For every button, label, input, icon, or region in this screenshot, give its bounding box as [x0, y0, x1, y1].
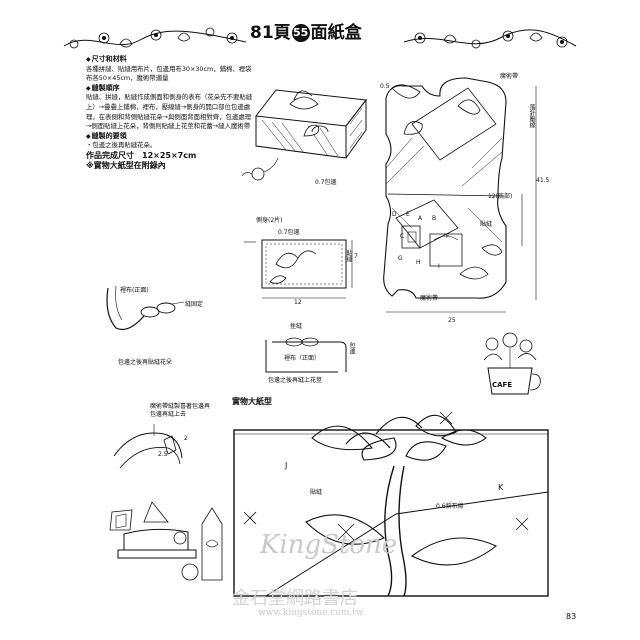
page-number: 83 — [566, 612, 577, 621]
label-fold-line: 落針壓線 — [528, 104, 535, 128]
instructions-block: 尺寸和材料 各種拼縫、貼縫用布片，包邊用布30×30cm，鋪棉、裡袋布各50×4… — [86, 55, 256, 170]
piece-label-H: H — [416, 259, 421, 266]
piece-label-I: I — [438, 263, 440, 270]
size-body: 各種拼縫、貼縫用布片，包邊用布30×30cm，鋪棉、裡袋布各50×45cm，魔術… — [86, 64, 252, 83]
stem-attach-detail — [265, 337, 347, 373]
label-2: 2 — [184, 435, 188, 442]
watermark-cjk: 金石堂網路書店 — [232, 588, 358, 609]
piece-label-A: A — [418, 215, 423, 222]
cutting-diagram — [383, 77, 537, 313]
full-pattern-diagram — [233, 411, 549, 597]
piece-label-F: F — [446, 233, 450, 240]
pattern-label-applique: 貼縫 — [310, 489, 323, 496]
label-25: 25 — [448, 317, 456, 324]
label-sew-fix: 縫固定 — [185, 301, 204, 308]
steps-body: 貼縫、拼縫，貼縫作成側面和側身的表布（花朵先不要貼縫上）→疊疊上鋪棉，裡布，壓線… — [86, 93, 253, 131]
label-quilting: 貼縫 — [345, 250, 352, 262]
label-12: 12 — [294, 299, 302, 306]
decorative-vine-right — [403, 29, 577, 49]
size-heading: 尺寸和材料 — [86, 55, 256, 65]
label-binding: 包邊 — [348, 342, 355, 354]
pattern-label-bias: 0.6斜布條 — [436, 503, 464, 510]
label-41-5: 41.5 — [536, 177, 550, 184]
piece-label-G: G — [398, 255, 403, 262]
piece-label-E: E — [406, 211, 410, 218]
watermark-url: www.kingstone.com.tw — [258, 608, 364, 618]
velcro-detail — [113, 424, 183, 469]
pattern-note: ※實物大紙型在附錄內 — [86, 160, 166, 170]
label-side-gusset: 側身(2片) — [256, 217, 283, 224]
tissue-box-illustration — [241, 89, 367, 181]
side-gusset-diagram — [244, 239, 353, 299]
tips-body: ・包邊之後再貼縫花朵。 — [86, 141, 157, 150]
steps-heading: 縫製順序 — [86, 84, 256, 94]
label-lining-front: 裡布(正面) — [120, 287, 149, 294]
label-blind-stitch: 挫縫 — [290, 323, 303, 330]
sewing-machine-illustration — [109, 501, 223, 581]
pattern-label-J: J — [285, 461, 288, 470]
label-quilt-right: 貼縫 — [480, 221, 493, 228]
pattern-label-K: K — [498, 483, 504, 492]
flower-attachment-detail — [106, 285, 185, 331]
label-after-binding-stem: 包邊之後再縫上花莖 — [268, 377, 323, 384]
label-velcro-bag-2: 包邊再縫上去 — [150, 411, 187, 418]
label-12-bottom: 12(底部) — [488, 193, 513, 200]
full-pattern-title: 實物大紙型 — [232, 397, 272, 406]
finished-size: 作品完成尺寸 12×25×7cm — [86, 150, 197, 160]
decorative-vine-left — [63, 27, 247, 49]
watermark-latin: KingStone — [260, 530, 398, 560]
label-2-5: 2.5 — [158, 451, 168, 458]
piece-label-C: C — [400, 233, 405, 240]
label-07-binding: 0.7包邊 — [315, 179, 337, 186]
piece-label-D: D — [392, 211, 397, 218]
piece-label-B: B — [432, 215, 437, 222]
cafe-flowerpot-illustration — [483, 332, 541, 395]
label-lining-front-2: 裡布（正面） — [284, 355, 321, 362]
label-7: 7 — [354, 253, 358, 260]
label-07-binding-2: 0.7包邊 — [278, 229, 300, 236]
label-after-binding-flower: 包邊之後再貼縫花朵 — [118, 359, 173, 366]
label-velcro-bag: 魔術帶縫製喜著包邊再 — [150, 403, 211, 410]
cafe-label: CAFÉ — [492, 381, 513, 389]
tips-heading: 縫製的要領 — [86, 132, 256, 142]
label-05: 0.5 — [380, 83, 390, 90]
label-velcro-top: 魔術帶 — [500, 73, 519, 80]
title-number-badge: 55 — [291, 24, 310, 42]
label-velcro-bottom: 魔術帶 — [420, 295, 439, 302]
